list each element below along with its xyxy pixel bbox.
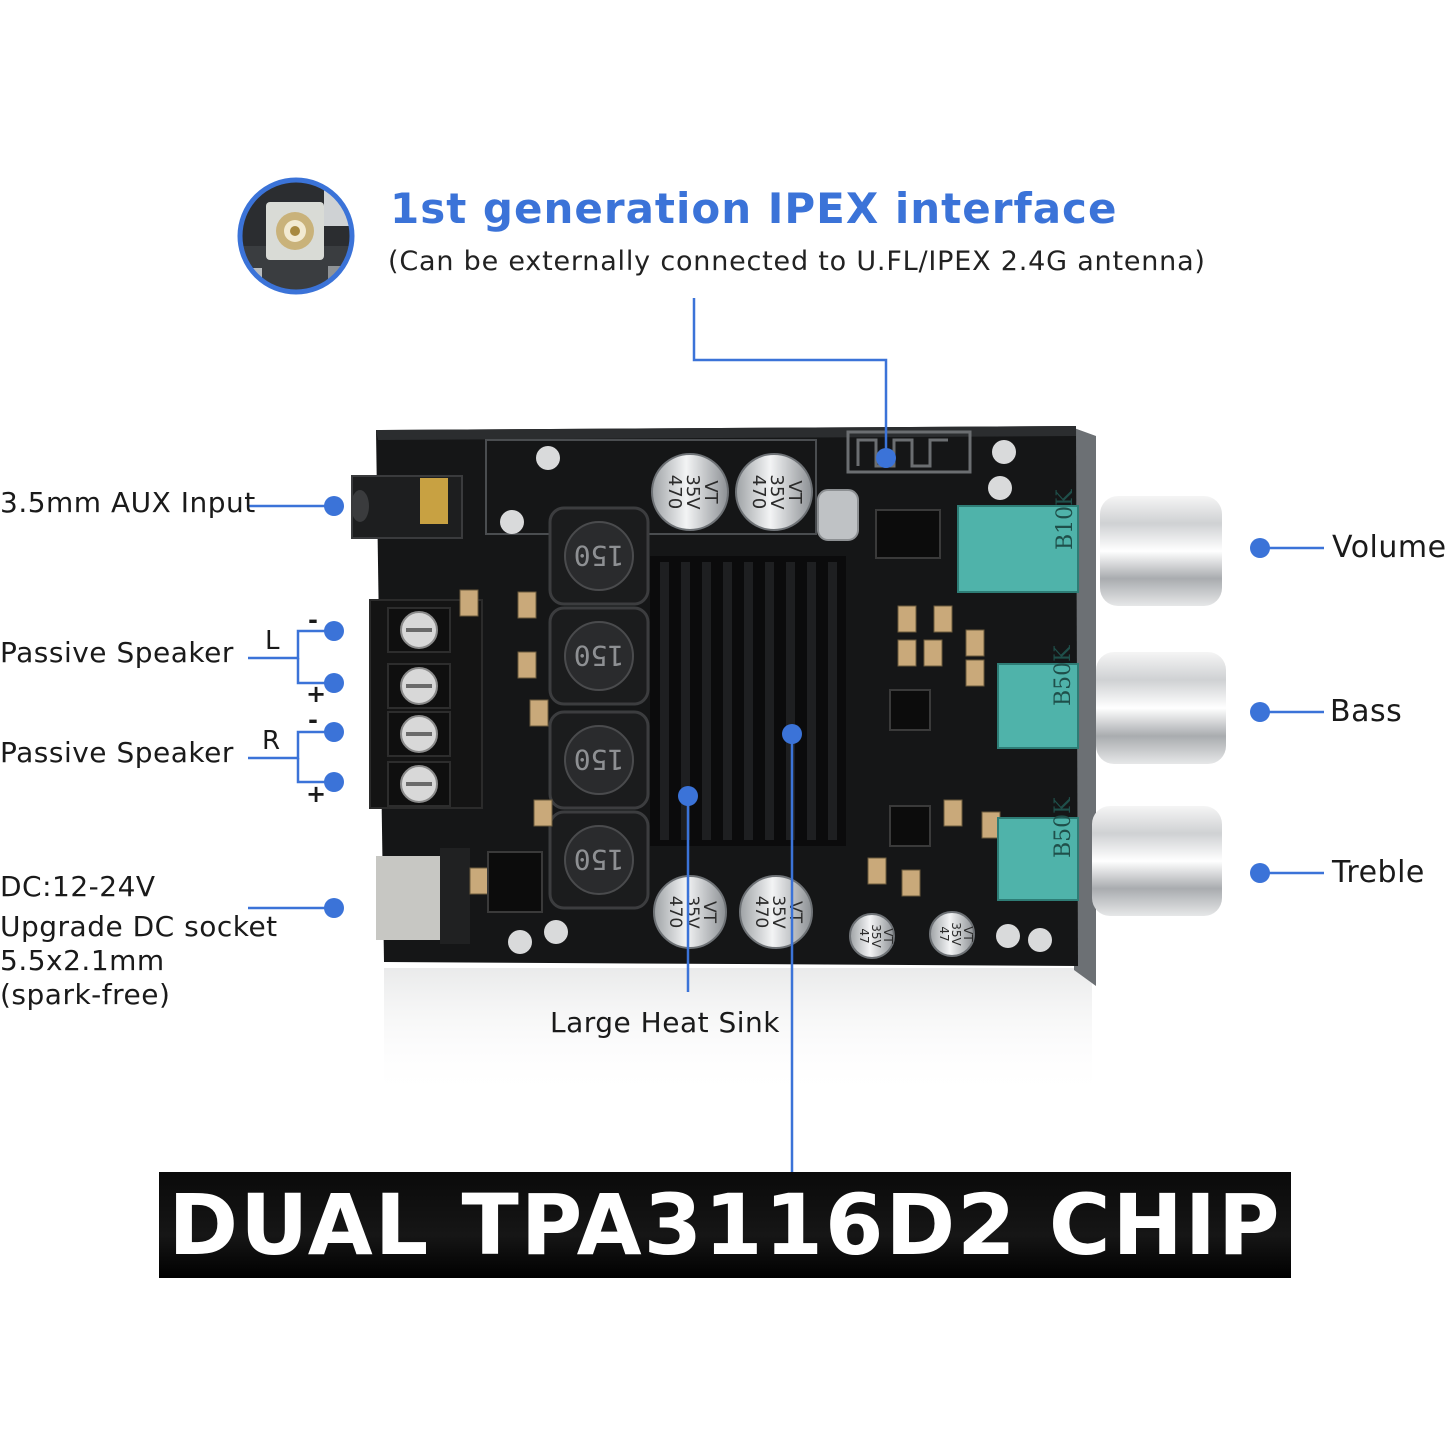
pot-treble-marking: B50K	[1051, 797, 1076, 858]
capacitor-marking: 35V	[766, 474, 787, 510]
pot-volume-marking: B10K	[1053, 489, 1078, 550]
smd-component	[943, 799, 963, 827]
capacitor-marking: VT	[699, 901, 719, 924]
smd-component	[933, 605, 953, 633]
heat-sink-fin	[723, 562, 732, 840]
heat-sink-fin	[807, 562, 816, 840]
label-dc-spark-free: (spark-free)	[0, 978, 171, 1011]
pot-bass-marking: B50K	[1051, 645, 1076, 706]
smd-component	[901, 869, 921, 897]
ipex-thumbnail	[236, 176, 356, 296]
label-right-minus: -	[308, 706, 318, 734]
smd-component	[897, 639, 917, 667]
inductor-core	[564, 725, 634, 795]
label-dc-socket: Upgrade DC socket	[0, 910, 278, 943]
heat-sink-fin	[702, 562, 711, 840]
capacitor-marking: 470	[665, 896, 685, 928]
inductor-core	[564, 621, 634, 691]
heat-sink-fin	[765, 562, 774, 840]
capacitor	[849, 913, 895, 959]
capacitor-marking: 470	[751, 896, 771, 928]
label-dc-voltage: DC:12-24V	[0, 870, 156, 903]
inductor-marking: 150	[574, 639, 625, 672]
smd-component	[529, 699, 549, 727]
capacitor-marking: 470	[664, 475, 685, 509]
inductor-core	[564, 521, 634, 591]
smd-component	[517, 651, 537, 679]
capacitor-marking: VT	[961, 926, 975, 942]
capacitor	[651, 453, 729, 531]
label-dc-size: 5.5x2.1mm	[0, 944, 165, 977]
label-treble: Treble	[1332, 855, 1425, 890]
heat-sink-fin	[828, 562, 837, 840]
label-passive-speaker-right: Passive Speaker	[0, 736, 234, 769]
capacitor	[739, 875, 813, 949]
capacitor-marking: 47	[937, 926, 951, 941]
capacitor	[735, 453, 813, 531]
smd-component	[533, 799, 553, 827]
capacitor-marking: VT	[881, 928, 895, 944]
smd-component	[965, 659, 985, 687]
chip-banner-text: DUAL TPA3116D2 CHIP	[168, 1176, 1282, 1274]
label-volume: Volume	[1332, 530, 1447, 565]
inductor-core	[564, 825, 634, 895]
capacitor-marking: VT	[784, 480, 805, 504]
ipex-title: 1st generation IPEX interface	[390, 184, 1118, 233]
capacitor-marking: VT	[785, 901, 805, 924]
smd-component	[897, 605, 917, 633]
smd-component	[867, 857, 887, 885]
label-channel-r: R	[262, 726, 281, 756]
heat-sink-fin	[744, 562, 753, 840]
ipex-subtitle: (Can be externally connected to U.FL/IPE…	[388, 246, 1206, 277]
chip-banner: DUAL TPA3116D2 CHIP	[159, 1172, 1291, 1278]
inductor-marking: 150	[574, 843, 625, 876]
capacitor-marking: 35V	[682, 474, 703, 510]
inductor-marking: 150	[574, 539, 625, 572]
label-right-plus: +	[306, 780, 327, 808]
capacitor-marking: 47	[857, 928, 871, 943]
inductor-marking: 150	[574, 743, 625, 776]
smd-component	[517, 591, 537, 619]
capacitor-marking: 35V	[949, 922, 963, 946]
label-bass: Bass	[1330, 694, 1403, 729]
label-channel-l: L	[265, 626, 280, 656]
label-left-plus: +	[306, 680, 327, 708]
heat-sink-fin	[681, 562, 690, 840]
capacitor-marking: VT	[700, 480, 721, 504]
label-large-heat-sink: Large Heat Sink	[550, 1006, 781, 1039]
capacitor-marking: 470	[748, 475, 769, 509]
smd-component	[923, 639, 943, 667]
capacitor	[653, 875, 727, 949]
smd-component	[459, 589, 479, 617]
heat-sink-fin	[660, 562, 669, 840]
smd-component	[965, 629, 985, 657]
capacitor-marking: 35V	[768, 895, 788, 929]
label-passive-speaker-left: Passive Speaker	[0, 636, 234, 669]
heat-sink-fin	[786, 562, 795, 840]
capacitor	[929, 911, 975, 957]
label-aux-input: 3.5mm AUX Input	[0, 486, 256, 519]
label-left-minus: -	[308, 606, 318, 634]
capacitor-marking: 35V	[869, 924, 883, 948]
